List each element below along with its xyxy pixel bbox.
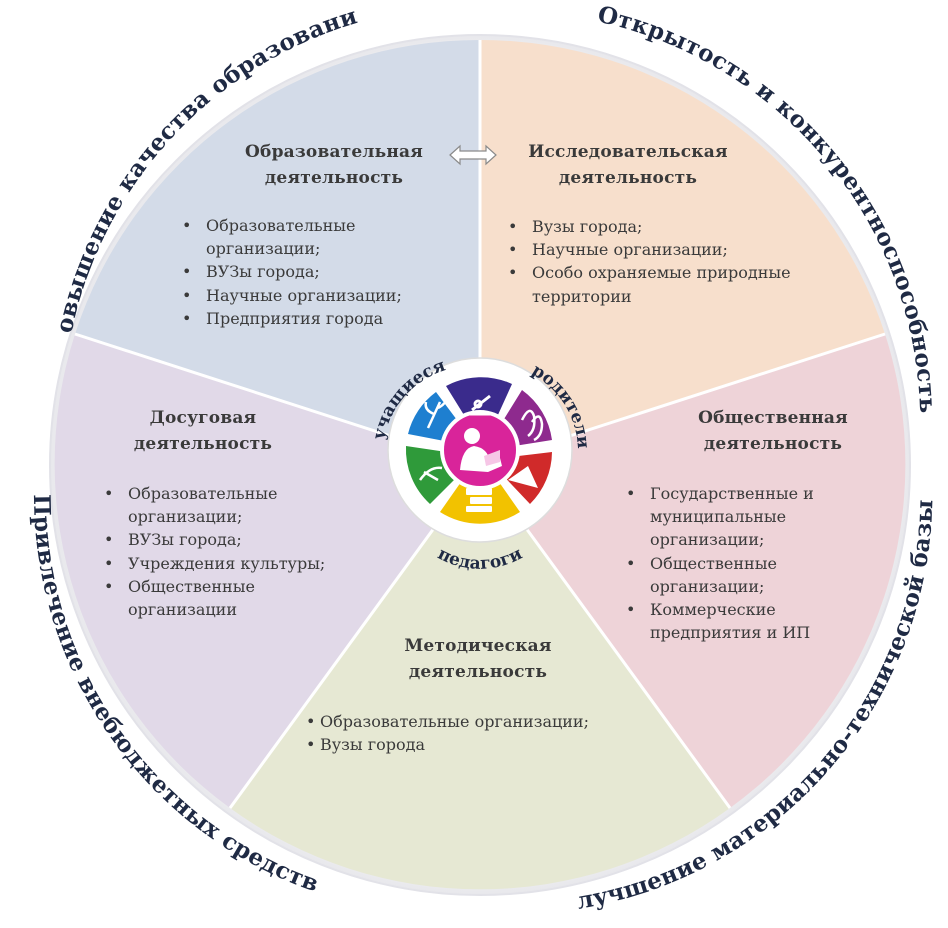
- sector-title-line: деятельность: [264, 167, 404, 188]
- list-item: Образовательные организации;: [178, 214, 396, 260]
- sector-title-line: Общественная: [698, 408, 848, 428]
- sector-list-public: Государственные и муниципальные организа…: [622, 482, 862, 644]
- list-item: Государственные и муниципальные организа…: [622, 482, 860, 552]
- list-item: Вузы города: [306, 733, 666, 756]
- list-item: ВУЗы города;: [100, 528, 380, 551]
- books-icon: [466, 488, 492, 512]
- list-item: Образовательные организации;: [306, 710, 666, 733]
- sector-title-methodical: Методическая деятельность: [378, 634, 578, 685]
- sector-title-educational: Образовательная деятельность: [228, 140, 440, 191]
- sector-title-research: Исследовательская деятельность: [508, 140, 748, 191]
- list-item: Образовательные организации;: [100, 482, 328, 528]
- reading-child-icon: [460, 428, 502, 472]
- list-item: Учреждения культуры;: [100, 552, 380, 575]
- double-arrow-icon: [449, 144, 497, 166]
- list-item: Общественные организации;: [622, 552, 840, 598]
- sector-methodical: [230, 465, 730, 890]
- list-item: Предприятия города: [178, 307, 458, 330]
- sector-title-line: Методическая: [404, 636, 552, 656]
- sector-title-public: Общественная деятельность: [678, 406, 868, 457]
- sector-title-line: Образовательная: [245, 142, 423, 162]
- plant-icon: [424, 395, 450, 429]
- sector-title-line: деятельность: [408, 661, 548, 682]
- sector-title-line: Исследовательская: [528, 142, 728, 162]
- sector-title-leisure: Досуговая деятельность: [118, 406, 288, 457]
- list-item: Научные организации;: [178, 284, 458, 307]
- list-item: Особо охраняемые природные территории: [504, 261, 854, 307]
- sector-title-line: деятельность: [558, 167, 698, 188]
- sector-title-line: Досуговая: [149, 408, 257, 428]
- sector-list-leisure: Образовательные организации; ВУЗы города…: [100, 482, 380, 621]
- sector-list-methodical: Образовательные организации; Вузы города: [306, 710, 666, 757]
- sector-title-line: деятельность: [133, 433, 273, 454]
- list-item: Коммерческие предприятия и ИП: [622, 598, 850, 644]
- list-item: ВУЗы города;: [178, 260, 458, 283]
- list-item: Научные организации;: [504, 238, 854, 261]
- list-item: Общественные организации: [100, 575, 308, 621]
- ballet-shoes-icon: [520, 409, 544, 442]
- list-item: Вузы города;: [504, 215, 854, 238]
- microscope-icon: [470, 394, 494, 416]
- sector-title-line: деятельность: [703, 433, 843, 454]
- sector-list-educational: Образовательные организации; ВУЗы города…: [178, 214, 458, 330]
- tent-icon: [508, 466, 538, 488]
- leaf-icon: [418, 466, 443, 482]
- sector-list-research: Вузы города; Научные организации; Особо …: [504, 215, 854, 308]
